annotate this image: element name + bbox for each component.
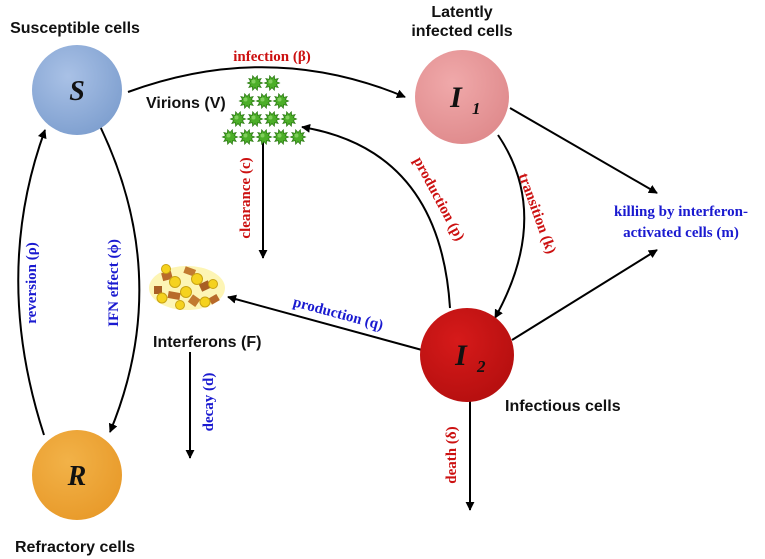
rate-clearance: clearance (c) (238, 157, 254, 238)
virion-particle (246, 110, 264, 128)
virion-particle (289, 128, 307, 146)
refractory-caption: Refractory cells (15, 539, 135, 556)
refractory-symbol: R (67, 461, 87, 492)
virion-particle (238, 128, 256, 146)
virion-cluster (221, 74, 307, 146)
virion-particle (246, 74, 264, 92)
virions-label: Virions (V) (146, 95, 226, 112)
interferon-cluster (149, 264, 225, 310)
arrow-ifn-effect (95, 117, 141, 433)
virion-particle (280, 110, 298, 128)
arrow-infection (127, 66, 406, 98)
arrow-i2-killing (511, 249, 658, 341)
arrow-i1-killing (509, 107, 658, 194)
rate-killing-line1: killing by interferon- (614, 204, 748, 220)
node-infectious: I 2 (420, 308, 514, 402)
virion-particle (272, 128, 290, 146)
virion-particle (221, 128, 239, 146)
rate-infection: infection (β) (233, 49, 310, 65)
arrow-reversion (17, 129, 47, 436)
latent-caption-line2: infected cells (411, 23, 512, 40)
node-latent: I 1 (415, 50, 509, 144)
latent-symbol: I (449, 81, 463, 114)
virion-particle (238, 92, 256, 110)
interferons-label: Interferons (F) (153, 334, 261, 351)
rate-ifn-effect: IFN effect (ϕ) (106, 239, 122, 327)
rate-killing-line2: activated cells (m) (623, 225, 739, 241)
rate-decay: decay (d) (201, 373, 217, 432)
virion-particle (263, 74, 281, 92)
susceptible-caption: Susceptible cells (10, 20, 140, 37)
latent-caption-line1: Latently (431, 4, 492, 21)
virion-particle (255, 128, 273, 146)
latent-subscript: 1 (472, 99, 481, 118)
infectious-symbol: I (454, 339, 468, 372)
node-refractory: R (32, 430, 122, 520)
virion-particle (263, 110, 281, 128)
virion-particle (229, 110, 247, 128)
susceptible-symbol: S (69, 76, 85, 107)
virion-particle (272, 92, 290, 110)
arrow-production-virus (301, 123, 451, 309)
rate-reversion: reversion (ρ) (24, 242, 40, 323)
arrow-transition (494, 134, 526, 319)
virion-particle (255, 92, 273, 110)
node-susceptible: S (32, 45, 122, 135)
arrow-production-ifn (227, 294, 423, 351)
infectious-caption: Infectious cells (505, 398, 621, 415)
infectious-subscript: 2 (476, 357, 486, 376)
rate-death: death (δ) (444, 426, 460, 483)
